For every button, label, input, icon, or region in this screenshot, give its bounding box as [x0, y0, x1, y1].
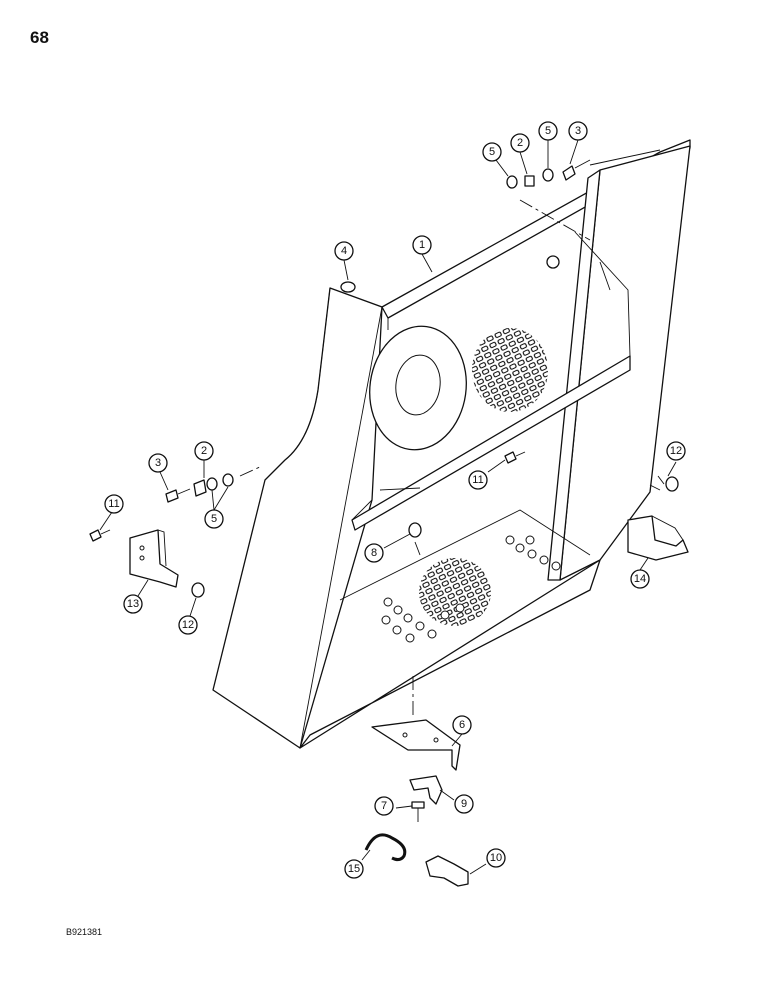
callout-5-top-left: 5 — [482, 142, 502, 162]
leader-lines — [99, 139, 677, 875]
svg-text:3: 3 — [155, 457, 161, 469]
tray-perforations — [381, 535, 561, 643]
page-number: 68 — [30, 28, 49, 47]
svg-text:5: 5 — [545, 125, 551, 137]
side-panel-frame — [212, 139, 691, 749]
callout-3-left: 3 — [148, 453, 168, 473]
figure-code: B921381 — [66, 927, 103, 937]
mounting-bracket-left — [129, 529, 179, 588]
callout-15: 15 — [344, 859, 364, 879]
callout-12-right: 12 — [666, 441, 686, 461]
svg-text:1: 1 — [419, 239, 425, 251]
callout-11-center: 11 — [468, 470, 488, 490]
hardware-left — [165, 473, 234, 503]
svg-text:10: 10 — [490, 852, 502, 864]
callout-5-left: 5 — [204, 509, 224, 529]
mounting-bracket-right — [627, 515, 689, 561]
callout-3-top: 3 — [568, 121, 588, 141]
callout-8: 8 — [364, 543, 384, 563]
svg-text:15: 15 — [348, 863, 360, 875]
latch-bracket — [371, 719, 461, 771]
svg-text:5: 5 — [211, 513, 217, 525]
callout-10: 10 — [486, 848, 506, 868]
nut-12-left — [191, 582, 205, 598]
svg-text:13: 13 — [127, 598, 139, 610]
callout-5-top-right: 5 — [538, 121, 558, 141]
callout-7: 7 — [374, 796, 394, 816]
callout-11-left: 11 — [104, 494, 124, 514]
bolt-11-left — [89, 529, 111, 542]
nut-4 — [340, 281, 356, 293]
callout-4: 4 — [334, 241, 354, 261]
latch-plate — [409, 775, 443, 805]
svg-text:2: 2 — [517, 137, 523, 149]
svg-text:6: 6 — [459, 719, 465, 731]
bolt-11-center — [504, 451, 526, 464]
svg-text:8: 8 — [371, 547, 377, 559]
spring-clip — [364, 833, 407, 862]
callout-2-left: 2 — [194, 441, 214, 461]
svg-text:14: 14 — [634, 573, 646, 585]
svg-text:9: 9 — [461, 798, 467, 810]
svg-text:2: 2 — [201, 445, 207, 457]
svg-text:4: 4 — [341, 245, 347, 257]
callout-2-top: 2 — [510, 133, 530, 153]
callout-12-left: 12 — [178, 615, 198, 635]
svg-text:12: 12 — [670, 445, 682, 457]
svg-text:12: 12 — [182, 619, 194, 631]
callout-6: 6 — [452, 715, 472, 735]
svg-text:5: 5 — [489, 146, 495, 158]
nut-8 — [408, 522, 422, 538]
nut-12-right — [665, 476, 679, 492]
knob — [425, 855, 469, 887]
svg-text:3: 3 — [575, 125, 581, 137]
hardware-top — [506, 159, 591, 189]
svg-text:7: 7 — [381, 800, 387, 812]
svg-text:11: 11 — [108, 498, 119, 510]
callout-9: 9 — [454, 794, 474, 814]
callout-13: 13 — [123, 594, 143, 614]
callout-14: 14 — [630, 569, 650, 589]
svg-text:11: 11 — [472, 474, 483, 486]
bolt-7 — [411, 801, 425, 822]
callout-1: 1 — [412, 235, 432, 255]
